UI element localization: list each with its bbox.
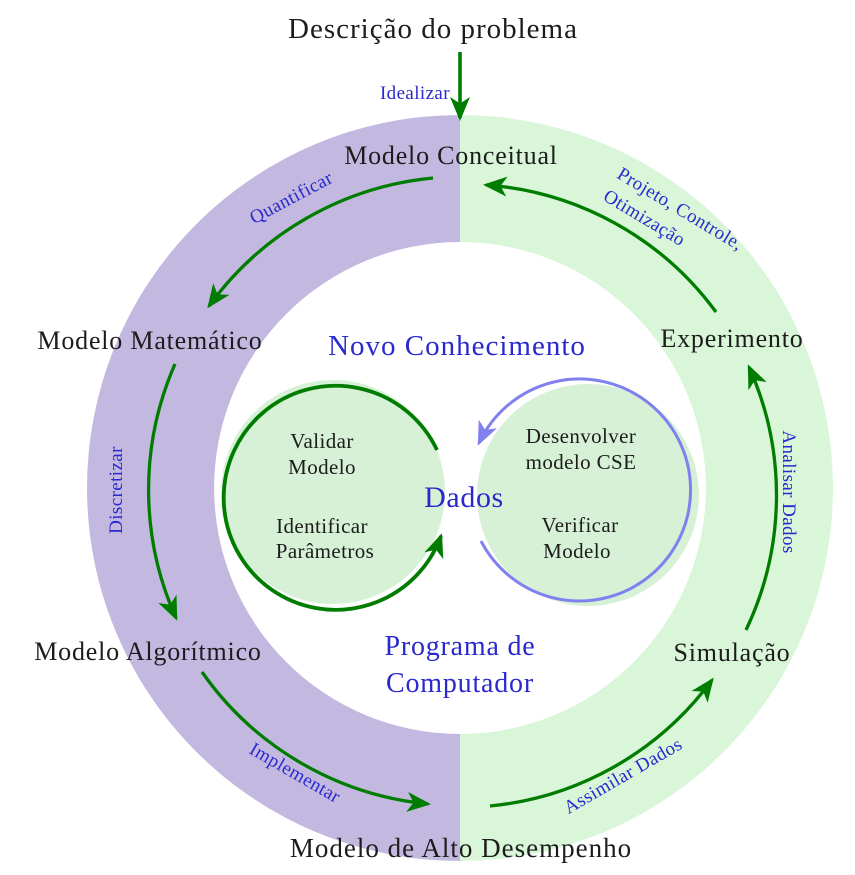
- identificar-parametros-line2: Parâmetros: [276, 539, 374, 563]
- transition-label-analisar-dados: Analisar Dados: [778, 430, 799, 553]
- stage-label-modelo-algoritmico: Modelo Algorítmico: [34, 637, 261, 666]
- programa-label-line1: Programa de: [384, 631, 535, 662]
- stage-label-modelo-conceitual: Modelo Conceitual: [344, 141, 558, 170]
- validar-modelo-line1: Validar: [290, 429, 353, 453]
- projeto-arc: [483, 176, 718, 313]
- verificar-modelo-line1: Verificar: [541, 513, 618, 537]
- implementar-arc: [200, 671, 431, 812]
- verificar-modelo-line2: Modelo: [543, 539, 611, 563]
- validation-loop-arrow: [221, 383, 444, 612]
- stage-label-modelo-matematico: Modelo Matemático: [37, 326, 262, 355]
- novo-conhecimento-heading: Novo Conhecimento: [328, 330, 586, 362]
- analisar-arc: [744, 364, 779, 631]
- ring-left-half: [87, 115, 460, 861]
- ring-right-half: [460, 115, 833, 861]
- programa-label-line2: Computador: [386, 668, 534, 699]
- desenvolver-cse-line2: modelo CSE: [526, 450, 637, 474]
- assimilar-arc: [489, 677, 714, 808]
- stage-label-experimento: Experimento: [660, 324, 803, 353]
- stage-label-simulacao: Simulação: [674, 638, 791, 667]
- transition-label-discretizar: Discretizar: [106, 446, 127, 534]
- idealizar-label: Idealizar: [380, 83, 450, 104]
- quantificar-arc: [207, 176, 434, 309]
- problem-title: Descrição do problema: [288, 13, 578, 45]
- validar-modelo-line2: Modelo: [288, 455, 356, 479]
- discretizar-arc: [146, 363, 178, 621]
- stage-label-modelo-alto-desempenho: Modelo de Alto Desempenho: [290, 833, 632, 863]
- desenvolver-cse-line1: Desenvolver: [526, 424, 637, 448]
- development-loop-circle: [477, 384, 699, 606]
- development-loop-arrow: [477, 377, 693, 603]
- identificar-parametros-line1: Identificar: [276, 514, 368, 538]
- validation-loop-circle: [221, 380, 445, 604]
- dados-label: Dados: [424, 481, 504, 514]
